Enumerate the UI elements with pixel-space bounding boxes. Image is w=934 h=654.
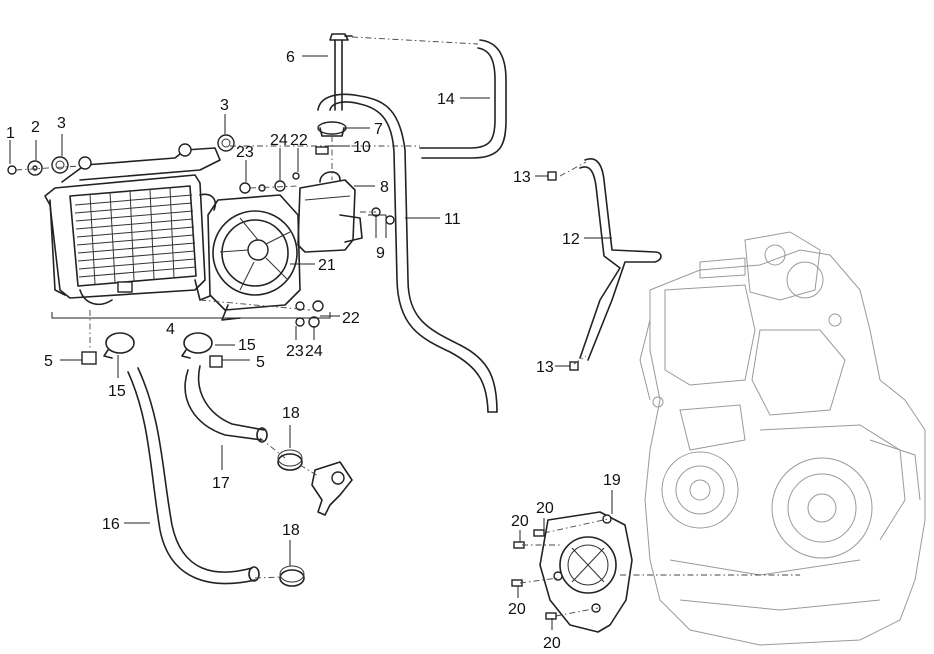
- callout-5-left: 5: [44, 353, 53, 370]
- callout-10: 10: [353, 139, 371, 156]
- callout-24-top: 24: [270, 132, 288, 149]
- clamp-15-left: [103, 332, 135, 359]
- bolts-22-23-24-bottom: [295, 300, 324, 328]
- callout-23-bottom: 23: [286, 343, 304, 360]
- callout-20-b: 20: [536, 500, 554, 517]
- reservoir-tank: [297, 171, 363, 253]
- callout-19: 19: [603, 472, 621, 489]
- bolt-24-top: [274, 180, 286, 192]
- washer-2: [27, 160, 43, 176]
- pipe-12: [579, 158, 662, 361]
- bolt-22-top: [292, 172, 300, 180]
- callout-3-top: 3: [220, 97, 229, 114]
- callout-22-top: 22: [290, 132, 308, 149]
- callout-4: 4: [166, 321, 175, 338]
- leader-lines: [9, 55, 613, 630]
- callout-8: 8: [380, 179, 389, 196]
- callout-17: 17: [212, 475, 230, 492]
- callout-16: 16: [102, 516, 120, 533]
- callout-15-right: 15: [238, 337, 256, 354]
- bolt-1: [7, 165, 17, 175]
- callout-22-bottom: 22: [342, 310, 360, 327]
- callout-18-top: 18: [282, 405, 300, 422]
- grommet-5-left: [81, 351, 97, 365]
- hose-16: [127, 367, 260, 585]
- callout-13-bottom: 13: [536, 359, 554, 376]
- hose-14: [419, 39, 507, 159]
- callout-12: 12: [562, 231, 580, 248]
- callout-labels: 1 2 3 3 23 24 22 6 14 7 10 8 9 11 12 13 …: [6, 49, 621, 652]
- callout-2: 2: [31, 119, 40, 136]
- bracket-group-4: [51, 312, 331, 319]
- callout-14: 14: [437, 91, 455, 108]
- bolt-13-bottom: [569, 361, 579, 371]
- clamp-18-top: [277, 449, 303, 471]
- callout-11: 11: [444, 211, 461, 228]
- hose-11: [317, 93, 498, 413]
- bolt-13-top: [547, 171, 557, 181]
- callout-3-left: 3: [57, 115, 66, 132]
- callout-20-a: 20: [511, 513, 529, 530]
- grommet-3-left: [51, 156, 69, 174]
- bolt-23b: [258, 184, 266, 192]
- clamp-18-bottom: [279, 565, 305, 587]
- hose-clip-10: [315, 146, 329, 155]
- clamp-15-right: [181, 332, 213, 359]
- callout-20-d: 20: [543, 635, 561, 652]
- callout-5-right: 5: [256, 354, 265, 371]
- grommet-3-top: [217, 134, 235, 152]
- thermostat-fitting: [311, 461, 353, 516]
- grommet-5-right: [209, 355, 223, 368]
- breather-pipe-6: [329, 33, 353, 111]
- callout-9: 9: [376, 245, 385, 262]
- hose-17: [184, 365, 268, 443]
- callout-6: 6: [286, 49, 295, 66]
- reservoir-cap: [317, 121, 347, 137]
- nut-23-top: [239, 182, 251, 194]
- cooling-fan: [207, 194, 301, 321]
- callout-20-c: 20: [508, 601, 526, 618]
- callout-7: 7: [374, 121, 383, 138]
- bolt-9: [371, 207, 395, 225]
- callout-1: 1: [6, 125, 15, 142]
- callout-23-top: 23: [236, 144, 254, 161]
- radiator: [44, 143, 221, 306]
- callout-13-top: 13: [513, 169, 531, 186]
- callout-21: 21: [318, 257, 336, 274]
- engine-illustration: [639, 231, 926, 646]
- callout-24-bottom: 24: [305, 343, 323, 360]
- callout-15-left: 15: [108, 383, 126, 400]
- assembly-lines: [15, 36, 800, 617]
- callout-18-bottom: 18: [282, 522, 300, 539]
